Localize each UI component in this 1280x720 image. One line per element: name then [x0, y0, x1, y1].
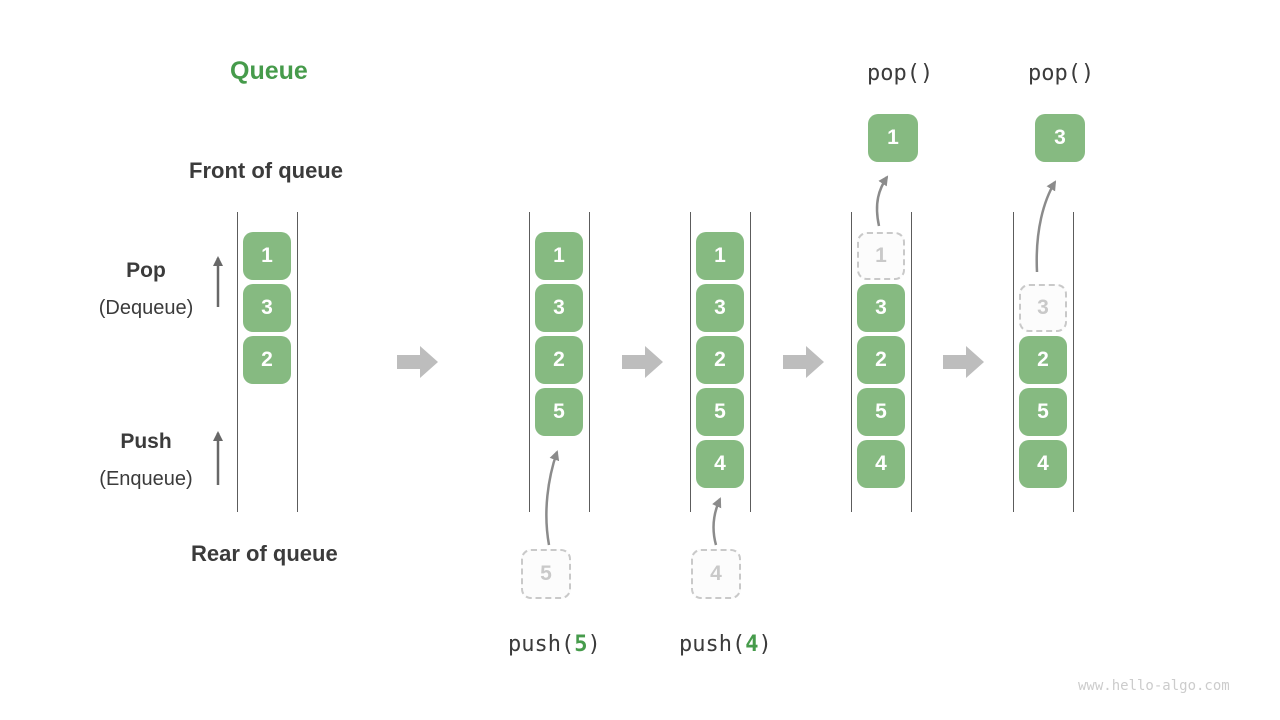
popped-element-3: 3	[1035, 114, 1085, 162]
queue-element: 2	[857, 336, 905, 384]
push-fn-text: push(	[679, 632, 746, 657]
step-arrow-1	[397, 346, 438, 378]
queue-element: 3	[696, 284, 744, 332]
push-label-group: Push (Enqueue)	[91, 430, 201, 491]
front-of-queue-label: Front of queue	[189, 158, 343, 183]
queue-element: 1	[696, 232, 744, 280]
push-arg-text: 5	[574, 632, 588, 657]
queue-element: 5	[696, 388, 744, 436]
queue-element: 5	[535, 388, 583, 436]
push-label: Push	[120, 430, 172, 453]
queue-container-step5: 3 2 5 4	[1013, 212, 1074, 512]
popped-element-1: 1	[868, 114, 918, 162]
pop-label: Pop	[126, 259, 166, 282]
queue-container-step3: 1 3 2 5 4	[690, 212, 751, 512]
removed-element-ghost: 3	[1019, 284, 1067, 332]
queue-container-step2: 1 3 2 5	[529, 212, 590, 512]
push-4-code-label: push(4)	[679, 632, 772, 657]
queue-element: 1	[535, 232, 583, 280]
queue-element: 3	[243, 284, 291, 332]
queue-container-step1: 1 3 2	[237, 212, 298, 512]
queue-element: 4	[696, 440, 744, 488]
queue-container-step4: 1 3 2 5 4	[851, 212, 912, 512]
queue-element: 4	[857, 440, 905, 488]
push-close-text: )	[758, 632, 772, 657]
removed-element-ghost: 1	[857, 232, 905, 280]
queue-element: 2	[535, 336, 583, 384]
incoming-element-4: 4	[691, 549, 741, 599]
pop-code-label: pop()	[1028, 61, 1095, 86]
queue-element: 4	[1019, 440, 1067, 488]
step-arrow-4	[943, 346, 984, 378]
queue-element: 3	[857, 284, 905, 332]
step-arrow-2	[622, 346, 663, 378]
push-fn-text: push(	[508, 632, 575, 657]
queue-element: 5	[1019, 388, 1067, 436]
diagram-title: Queue	[230, 57, 308, 85]
push-arg-text: 4	[745, 632, 759, 657]
push-5-code-label: push(5)	[508, 632, 601, 657]
queue-element: 2	[696, 336, 744, 384]
dequeue-label: (Dequeue)	[98, 297, 194, 319]
queue-element: 2	[243, 336, 291, 384]
queue-element: 3	[535, 284, 583, 332]
incoming-element-5: 5	[521, 549, 571, 599]
queue-element: 1	[243, 232, 291, 280]
enqueue-label: (Enqueue)	[99, 468, 193, 490]
step-arrow-3	[783, 346, 824, 378]
queue-element: 2	[1019, 336, 1067, 384]
rear-of-queue-label: Rear of queue	[191, 541, 338, 566]
pop-label-group: Pop (Dequeue)	[91, 259, 201, 320]
queue-element: 5	[857, 388, 905, 436]
push-close-text: )	[587, 632, 601, 657]
site-watermark: www.hello-algo.com	[1078, 678, 1230, 694]
pop-code-label: pop()	[867, 61, 934, 86]
